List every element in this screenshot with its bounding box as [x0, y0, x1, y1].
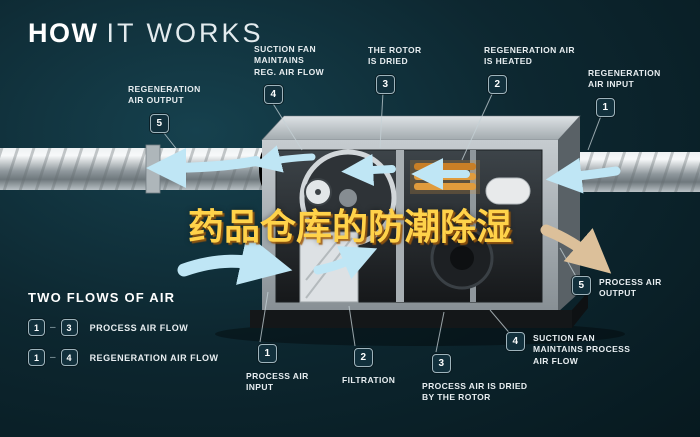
watermark-text: 药品仓库的防潮除湿: [187, 207, 512, 248]
callout-label: SUCTION FAN MAINTAINS REG. AIR FLOW: [254, 44, 325, 77]
callout-badge: 2: [354, 348, 373, 367]
legend-badge: 1: [28, 349, 45, 366]
callout-process-air-input: 1 PROCESS AIR INPUT: [246, 344, 316, 394]
dehumidifier-cabinet: [250, 115, 588, 328]
callout-label: FILTRATION: [342, 375, 396, 385]
callout-label: PROCESS AIR IS DRIED BY THE ROTOR: [422, 381, 528, 403]
legend-heading: TWO FLOWS OF AIR: [28, 290, 176, 305]
callout-process-air-dried: 3 PROCESS AIR IS DRIED BY THE ROTOR: [422, 354, 542, 404]
rotor-dry-arrow: [341, 154, 396, 186]
legend-label: REGENERATION AIR FLOW: [89, 352, 219, 363]
callout-badge: 4: [506, 332, 525, 351]
callout-badge: 5: [150, 113, 169, 133]
legend-row-process: 1 – 3 PROCESS AIR FLOW: [28, 319, 219, 336]
callout-badge: 2: [488, 74, 507, 94]
callout-regeneration-heated: REGENERATION AIR IS HEATED 2: [484, 45, 580, 94]
callout-label: REGENERATION AIR IS HEATED: [484, 45, 575, 67]
callout-regeneration-air-output: REGENERATION AIR OUTPUT 5: [128, 84, 234, 133]
callout-badge: 3: [376, 74, 395, 94]
legend-label: PROCESS AIR FLOW: [89, 322, 189, 333]
legend-badge: 4: [60, 349, 78, 366]
callout-process-air-output: 5 PROCESS AIR OUTPUT: [572, 276, 682, 300]
callout-suction-fan-reg: SUCTION FAN MAINTAINS REG. AIR FLOW 4: [254, 44, 354, 105]
legend-badge: 3: [60, 319, 78, 336]
process-output-arrow: [540, 224, 612, 274]
callout-rotor-dried: THE ROTOR IS DRIED 3: [368, 45, 438, 94]
callout-regeneration-air-input: REGENERATION AIR INPUT 1: [588, 68, 674, 117]
callout-label: SUCTION FAN MAINTAINS PROCESS AIR FLOW: [533, 333, 631, 366]
callout-label: PROCESS AIR OUTPUT: [599, 277, 662, 299]
legend-row-regeneration: 1 – 4 REGENERATION AIR FLOW: [28, 349, 219, 366]
callout-badge: 3: [432, 354, 451, 373]
callout-suction-fan-process: 4 SUCTION FAN MAINTAINS PROCESS AIR FLOW: [506, 332, 646, 367]
callout-filtration: 2 FILTRATION: [342, 348, 412, 386]
legend-dash: –: [50, 352, 56, 363]
callout-badge: 1: [258, 344, 277, 363]
inner-duct: [485, 177, 531, 205]
callout-label: REGENERATION AIR OUTPUT: [128, 84, 201, 106]
process-input-arrow: [177, 234, 293, 285]
airflow-arrows: [146, 145, 621, 285]
legend-dash: –: [50, 322, 56, 333]
callout-label: PROCESS AIR INPUT: [246, 371, 309, 393]
regen-duct-arrow: [253, 145, 316, 173]
process-inner-arrow: [313, 245, 378, 280]
legend-badge: 1: [28, 319, 45, 336]
title-main: HOW: [28, 18, 99, 48]
title-sub: IT WORKS: [106, 18, 264, 48]
regen-output-arrow: [146, 147, 261, 188]
regen-input-arrow: [545, 157, 621, 194]
leader-lines: [159, 91, 605, 353]
callout-label: THE ROTOR IS DRIED: [368, 45, 422, 67]
callout-label: REGENERATION AIR INPUT: [588, 68, 661, 90]
callout-badge: 4: [264, 85, 283, 105]
callout-badge: 5: [572, 276, 591, 295]
legend: TWO FLOWS OF AIR 1 – 3 PROCESS AIR FLOW …: [28, 290, 219, 379]
callout-badge: 1: [596, 97, 615, 117]
